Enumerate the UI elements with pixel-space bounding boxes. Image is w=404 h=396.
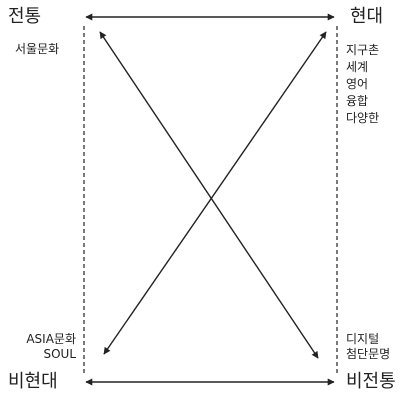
corner-label-top-left: 전통	[8, 6, 42, 27]
note-line: 융합	[346, 94, 369, 108]
diagonal-arrow-top-left-to-bottom-right	[99, 31, 319, 359]
corner-label-top-right: 현대	[350, 6, 384, 27]
note-bottom-right: 디지털 첨단문명	[346, 332, 390, 362]
note-line: SOUL	[43, 347, 76, 361]
diagonal-arrow-top-right-to-bottom-left	[103, 31, 327, 355]
note-line: ASIA문화	[26, 332, 76, 346]
note-top-left: 서울문화	[15, 42, 59, 57]
note-line: 디지털	[346, 332, 380, 346]
note-line: 지구촌	[346, 43, 380, 57]
note-line: 영어	[346, 77, 369, 91]
note-line: 첨단문명	[346, 347, 391, 361]
note-line: 다양한	[346, 111, 380, 125]
note-line: 서울문화	[15, 42, 60, 56]
corner-label-bottom-right: 비전통	[346, 371, 396, 392]
note-line: 세계	[346, 60, 369, 74]
corner-label-bottom-left: 비현대	[8, 371, 58, 392]
note-top-right: 지구촌 세계 영어 융합 다양한	[346, 42, 379, 127]
note-bottom-left: ASIA문화 SOUL	[8, 332, 76, 362]
